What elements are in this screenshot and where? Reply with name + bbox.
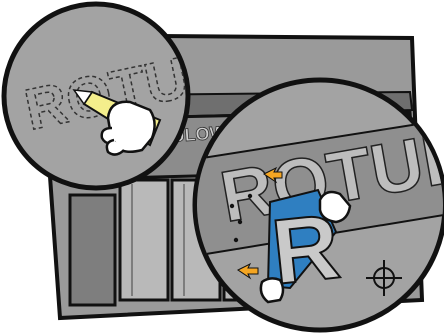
glove-icon-bottom xyxy=(261,278,283,302)
zoom-circle-template: ROTU xyxy=(4,4,193,188)
zoom-circle-letter-install: ROTULO R xyxy=(190,80,444,330)
